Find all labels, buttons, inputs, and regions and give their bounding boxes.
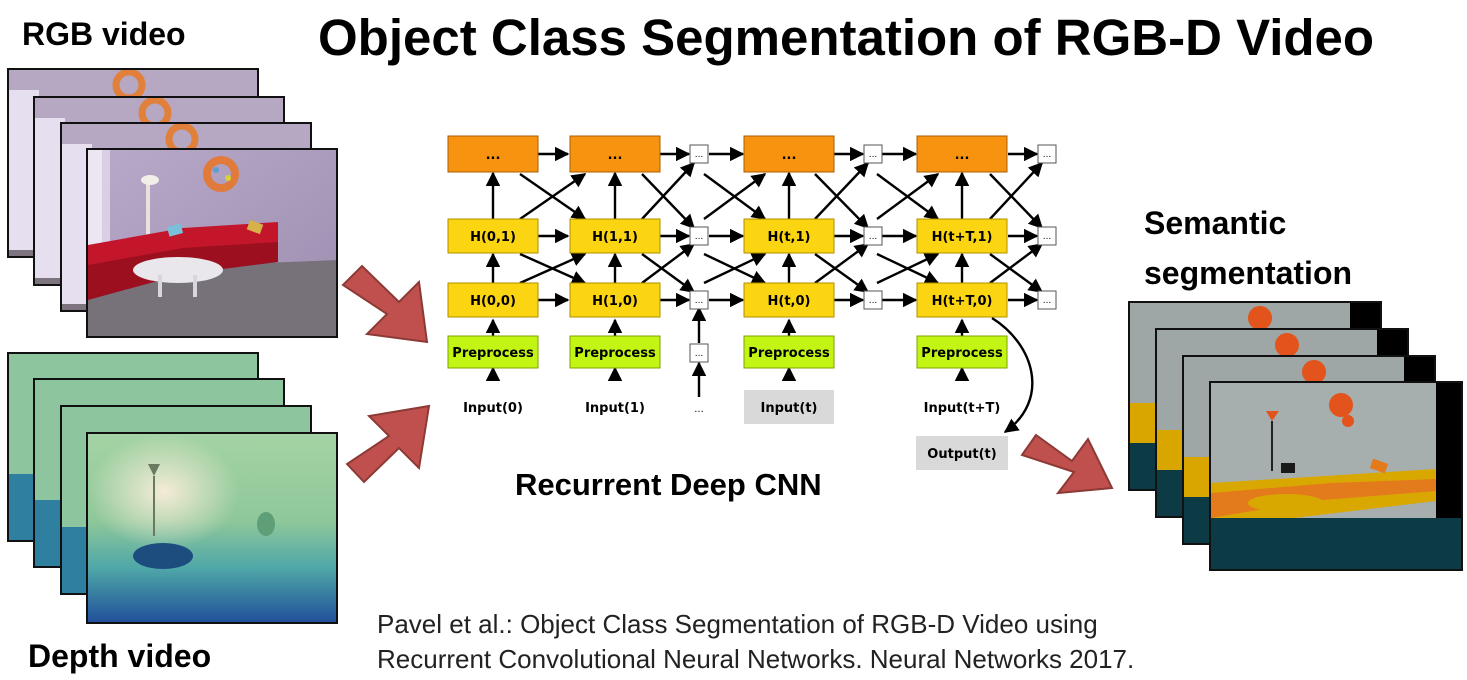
segmentation-frame: [1209, 381, 1463, 571]
ellipsis-node: [689, 144, 709, 164]
output-label: Output(t): [927, 447, 996, 462]
node-label: H(t+T,1): [932, 230, 993, 245]
preprocess-node: [447, 335, 539, 369]
node-label: H(t,1): [768, 230, 811, 245]
hidden-node-h0: [743, 282, 835, 318]
rgb-to-cnn-arrow: [341, 264, 429, 344]
hidden-node-h1: [916, 218, 1008, 254]
ellipsis-node: [863, 144, 883, 164]
ellipsis-label: ...: [695, 232, 704, 242]
ellipsis-nodes: ... ... ... ... ... ... ... ... ... ... …: [689, 144, 1057, 415]
node-label: H(1,1): [592, 230, 638, 245]
ellipsis-node: [1037, 226, 1057, 246]
hidden-node-h1: [743, 218, 835, 254]
input-label: Input(1): [585, 401, 645, 416]
node-label: Preprocess: [574, 346, 656, 361]
node-label: H(0,1): [470, 230, 516, 245]
ellipsis-label: ...: [1043, 232, 1052, 242]
depth-video-label: Depth video: [28, 638, 212, 674]
node-label: ...: [608, 148, 623, 163]
ellipsis-label: ...: [695, 296, 704, 306]
network-column-t-plus-T: ... H(t+T,1) H(t+T,0) Preprocess Input(t…: [916, 135, 1008, 416]
hidden-node-h1: [447, 218, 539, 254]
input-label: Input(t+T): [924, 401, 1001, 416]
top-layer-node: [743, 135, 835, 173]
ellipsis-label: ...: [694, 404, 704, 415]
hidden-node-h0: [916, 282, 1008, 318]
hidden-node-h1: [569, 218, 661, 254]
ellipsis-label: ...: [1043, 150, 1052, 160]
top-layer-node: [447, 135, 539, 173]
citation-line2: Recurrent Convolutional Neural Networks.…: [377, 644, 1135, 674]
input-label: Input(t): [761, 401, 818, 416]
preprocess-node: [569, 335, 661, 369]
segmentation-scene-image: [1211, 383, 1461, 569]
ellipsis-node: [863, 290, 883, 310]
ellipsis-node: [863, 226, 883, 246]
semantic-label-line2: segmentation: [1144, 255, 1353, 291]
top-layer-node: [916, 135, 1008, 173]
cnn-to-segmentation-arrow: [1020, 433, 1114, 495]
citation-line1: Pavel et al.: Object Class Segmentation …: [377, 609, 1098, 639]
ellipsis-node: [689, 290, 709, 310]
node-label: H(t,0): [768, 294, 811, 309]
ellipsis-node: [1037, 290, 1057, 310]
ellipsis-node: [689, 226, 709, 246]
preprocess-node: [916, 335, 1008, 369]
node-label: H(t+T,0): [932, 294, 993, 309]
connection-arrows: [485, 146, 1044, 433]
node-label: H(1,0): [592, 294, 638, 309]
network-column-1: ... H(1,1) H(1,0) Preprocess Input(1): [569, 135, 661, 416]
ellipsis-label: ...: [1043, 296, 1052, 306]
rgb-video-label: RGB video: [22, 16, 186, 52]
node-label: Preprocess: [921, 346, 1003, 361]
depth-to-cnn-arrow: [345, 404, 431, 484]
semantic-label-line1: Semantic: [1144, 205, 1287, 241]
node-label: H(0,0): [470, 294, 516, 309]
depth-frame: [86, 432, 338, 624]
network-column-0: ... H(0,1) H(0,0) Preprocess Input(0): [447, 135, 539, 416]
preprocess-node: [743, 335, 835, 369]
depth-scene-image: [88, 434, 336, 622]
recurrent-cnn-label: Recurrent Deep CNN: [515, 467, 822, 502]
input-highlight: [744, 390, 834, 424]
hidden-node-h0: [447, 282, 539, 318]
page-title: Object Class Segmentation of RGB-D Video: [318, 9, 1375, 66]
ellipsis-label: ...: [695, 150, 704, 160]
ellipsis-label: ...: [869, 296, 878, 306]
output-node: Output(t): [916, 436, 1008, 470]
ellipsis-label: ...: [695, 349, 704, 359]
node-label: ...: [955, 148, 970, 163]
output-highlight: [916, 436, 1008, 470]
network-column-t: ... H(t,1) H(t,0) Preprocess Input(t): [743, 135, 835, 424]
ellipsis-node: [689, 343, 709, 363]
ellipsis-label: ...: [869, 150, 878, 160]
rgb-frame: [86, 148, 338, 338]
hidden-node-h0: [569, 282, 661, 318]
node-label: Preprocess: [452, 346, 534, 361]
input-label: Input(0): [463, 401, 523, 416]
node-label: ...: [486, 148, 501, 163]
top-layer-node: [569, 135, 661, 173]
citation: Pavel et al.: Object Class Segmentation …: [377, 607, 1134, 677]
ellipsis-label: ...: [869, 232, 878, 242]
ellipsis-node: [1037, 144, 1057, 164]
node-label: ...: [782, 148, 797, 163]
node-label: Preprocess: [748, 346, 830, 361]
